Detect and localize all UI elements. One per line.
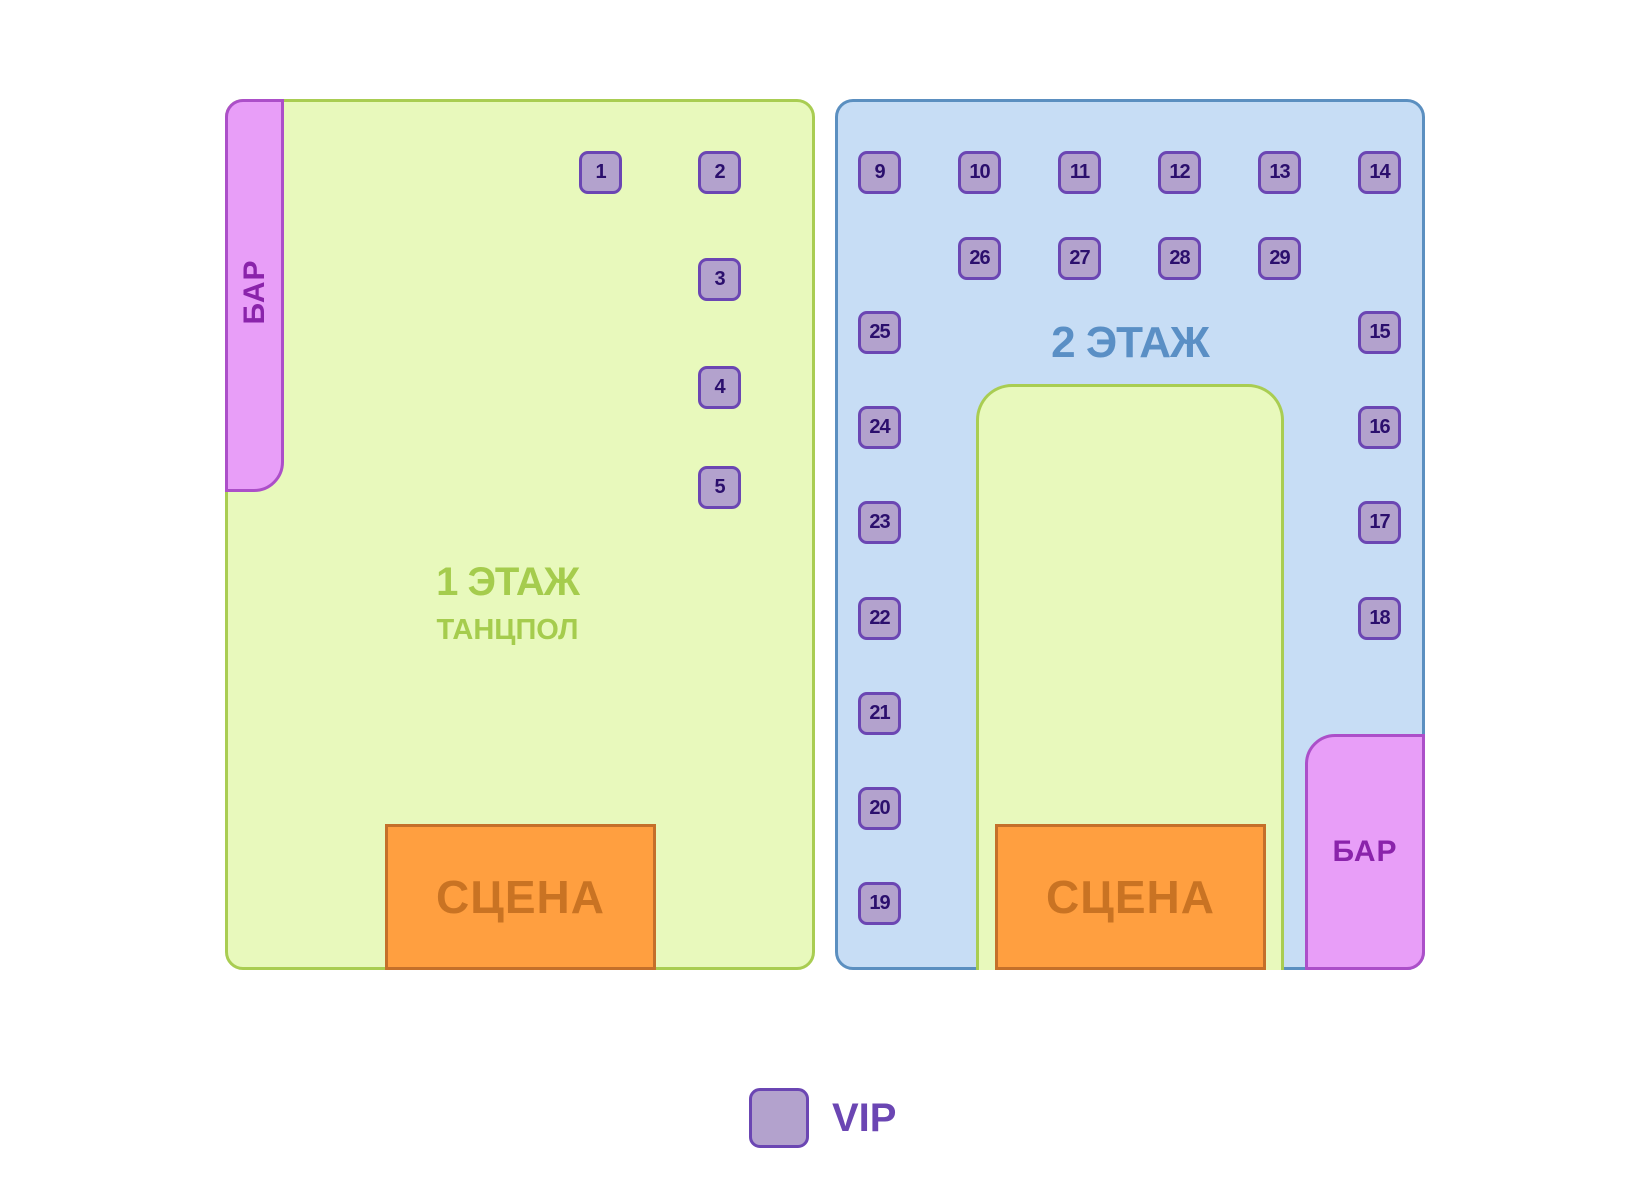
seat[interactable]: 28	[1158, 237, 1201, 280]
seat[interactable]: 18	[1358, 597, 1401, 640]
seat[interactable]: 20	[858, 787, 901, 830]
floor-1-stage: СЦЕНА	[385, 824, 656, 970]
seat[interactable]: 5	[698, 466, 741, 509]
seat[interactable]: 16	[1358, 406, 1401, 449]
floor-2-stage: СЦЕНА	[995, 824, 1266, 970]
seat[interactable]: 24	[858, 406, 901, 449]
seat[interactable]: 11	[1058, 151, 1101, 194]
seat[interactable]: 27	[1058, 237, 1101, 280]
floor-1-title: 1 ЭТАЖ	[436, 560, 580, 604]
seat[interactable]: 3	[698, 258, 741, 301]
seat[interactable]: 2	[698, 151, 741, 194]
seat[interactable]: 21	[858, 692, 901, 735]
seat[interactable]: 29	[1258, 237, 1301, 280]
floor-1-stage-label: СЦЕНА	[436, 871, 605, 923]
floor-2-bar-label: БАР	[1332, 835, 1398, 868]
seat[interactable]: 12	[1158, 151, 1201, 194]
seat[interactable]: 9	[858, 151, 901, 194]
legend-vip-label: VIP	[832, 1096, 897, 1140]
seat[interactable]: 19	[858, 882, 901, 925]
seat[interactable]: 23	[858, 501, 901, 544]
floor-2-bar[interactable]: БАР	[1305, 734, 1425, 970]
seat[interactable]: 14	[1358, 151, 1401, 194]
seat[interactable]: 13	[1258, 151, 1301, 194]
seat[interactable]: 1	[579, 151, 622, 194]
floor-1-bar[interactable]: БАР	[225, 99, 284, 492]
seat[interactable]: 26	[958, 237, 1001, 280]
seat[interactable]: 17	[1358, 501, 1401, 544]
seat[interactable]: 22	[858, 597, 901, 640]
page-background	[0, 970, 1650, 1200]
floor-2-stage-label: СЦЕНА	[1046, 871, 1215, 923]
floor-2-title: 2 ЭТАЖ	[1051, 318, 1210, 367]
seat[interactable]: 15	[1358, 311, 1401, 354]
seat[interactable]: 10	[958, 151, 1001, 194]
seat[interactable]: 4	[698, 366, 741, 409]
legend-vip-swatch	[749, 1088, 809, 1148]
floor-1-bar-label: БАР	[237, 259, 271, 325]
seat[interactable]: 25	[858, 311, 901, 354]
floor-1-subtitle: ТАНЦПОЛ	[436, 614, 579, 646]
